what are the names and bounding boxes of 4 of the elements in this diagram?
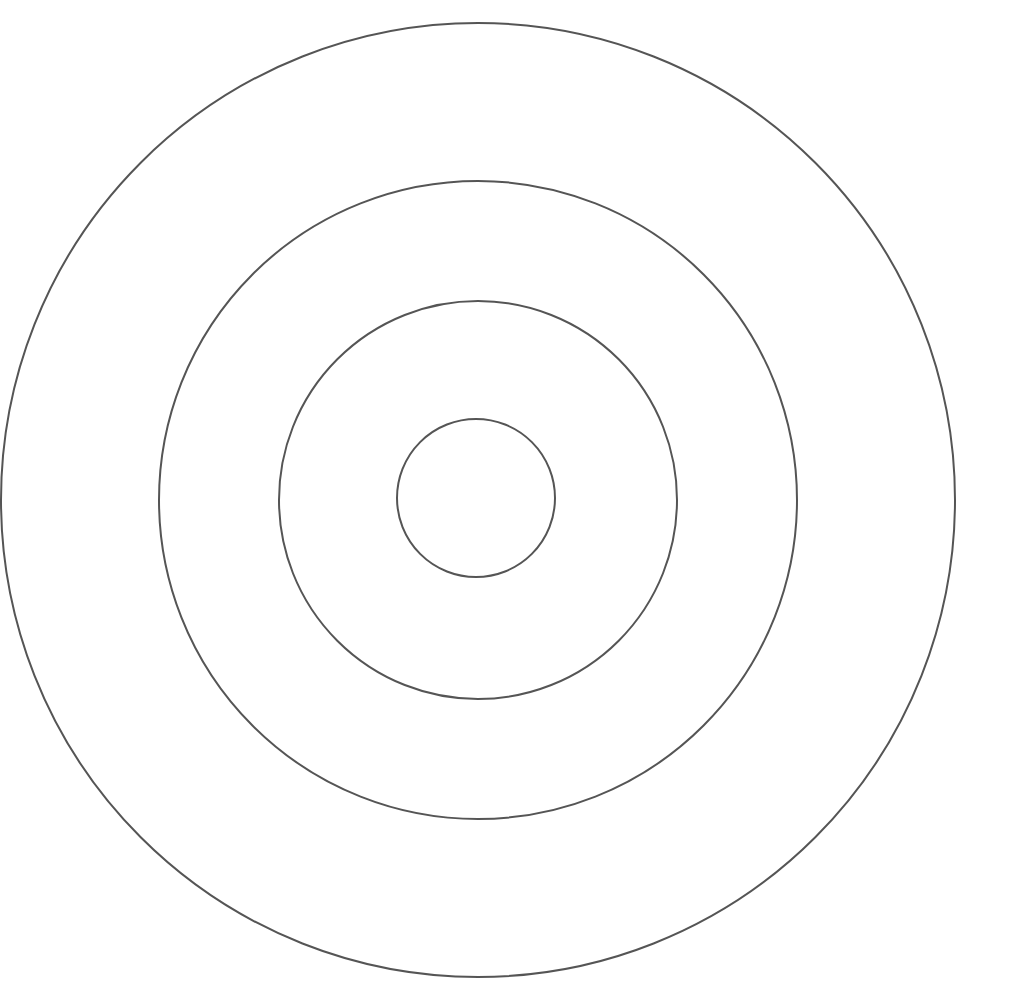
ring-circle (277, 299, 678, 700)
ring-circle (0, 22, 956, 978)
ring-circle (157, 179, 798, 820)
ring-circle (396, 418, 557, 579)
